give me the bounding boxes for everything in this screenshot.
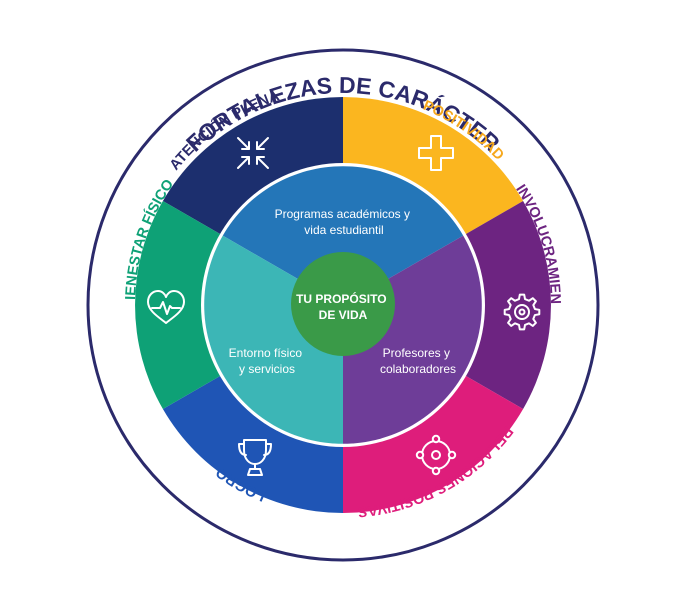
inner-label-entorno: Entorno físico y servicios (229, 346, 306, 376)
center-label: TU PROPÓSITO DE VIDA (296, 291, 390, 322)
inner-label-profesores: Profesores y colaboradores (380, 346, 456, 376)
plus-cross-icon (418, 135, 454, 171)
trophy-icon (238, 439, 272, 476)
gear-icon (503, 293, 541, 331)
center-circle (291, 252, 395, 356)
network-circle-icon (415, 434, 457, 476)
inner-label-programas: Programas académicos y vida estudiantil (275, 207, 414, 237)
inner-segment-programas (222, 166, 464, 305)
heart-pulse-icon (147, 290, 185, 324)
arrows-inward-icon (237, 137, 269, 169)
outer-ring (86, 48, 600, 562)
